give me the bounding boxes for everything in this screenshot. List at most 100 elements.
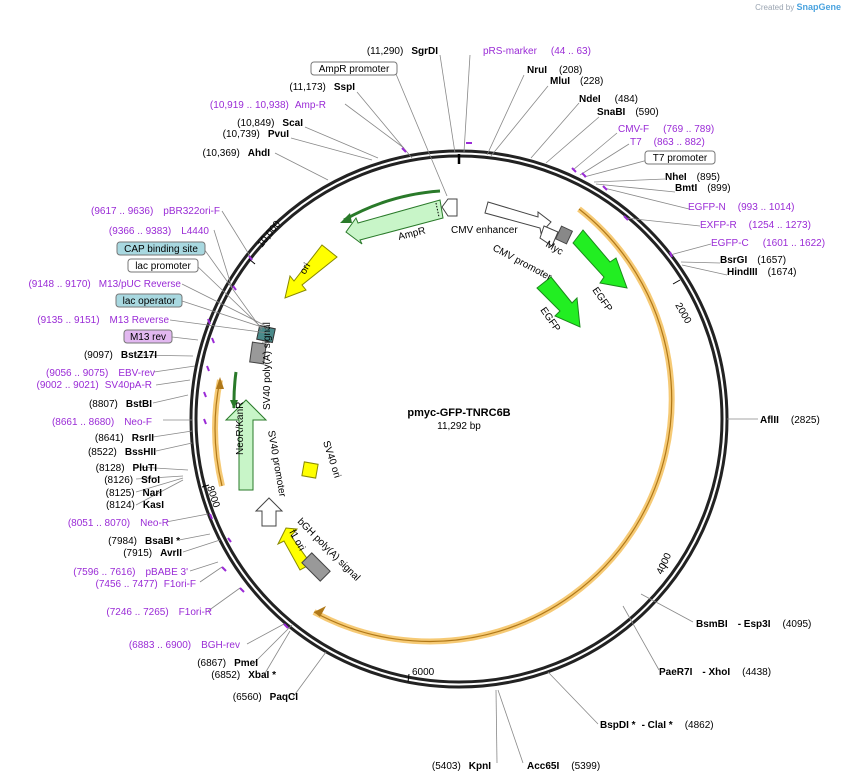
- orf-band-left-line: [214, 379, 223, 487]
- site-ndei: NdeI(484): [579, 94, 638, 105]
- tick-6000: 6000: [412, 667, 435, 678]
- primer-bgh-rev: (6883 .. 6900)BGH-rev: [129, 640, 240, 651]
- egfp-label-1: EGFP: [590, 285, 615, 314]
- site-nrui: NruI(208): [527, 65, 582, 76]
- primer-m13-puc-reverse: (9148 .. 9170)M13/pUC Reverse: [28, 279, 181, 290]
- primer-m13-reverse: (9135 .. 9151)M13 Reverse: [37, 315, 169, 326]
- ampr-promoter-box: [310, 61, 398, 76]
- site-pvui: (10,739)PvuI: [223, 129, 290, 140]
- ampr-promoter-arrow: [441, 198, 458, 217]
- ampr-feature: [345, 199, 444, 245]
- primer-neo-r: (8051 .. 8070)Neo-R: [68, 518, 169, 529]
- primer-cmv-f: CMV-F(769 .. 789): [618, 124, 714, 135]
- site-paqci: (6560)PaqCI: [233, 692, 298, 703]
- orf-band-arrowhead: [314, 606, 326, 617]
- site-scai: (10,849)ScaI: [237, 118, 303, 129]
- site-pluti: (8128)PluTI: [96, 463, 158, 474]
- site-nari: (8125)NarI: [106, 488, 163, 499]
- site-hindiii: HindIII(1674): [727, 267, 796, 278]
- site-paer7i: PaeR7I- XhoI(4438): [659, 667, 771, 678]
- site-kasi: (8124)KasI: [106, 500, 164, 511]
- restriction-sites: (11,290)SgrDI (11,173)SspI (10,849)ScaI …: [84, 46, 820, 772]
- ampr-promoter-label: AmpR promoter: [319, 64, 390, 75]
- sv40-ori-box: [301, 461, 319, 479]
- site-xbai: (6852)XbaI *: [211, 670, 276, 681]
- primer-l4440: (9366 .. 9383)L4440: [109, 226, 210, 237]
- site-ahdi: (10,369)AhdI: [203, 148, 271, 159]
- ori-feature: [284, 244, 338, 299]
- primer-egfp-n: EGFP-N(993 .. 1014): [688, 202, 795, 213]
- sv40-promoter-label: SV40 promoter: [265, 430, 288, 499]
- cmv-promoter-arrow: [539, 225, 559, 247]
- ampr-boundary: [435, 202, 440, 218]
- site-mlui: MluI(228): [550, 76, 603, 87]
- egfp-feature-1: [572, 229, 628, 289]
- neor-feature: [224, 399, 268, 491]
- amp-orf-arrowhead: [340, 213, 352, 223]
- site-pmei: (6867)PmeI: [197, 658, 258, 669]
- orf-band-main-line: [313, 208, 673, 642]
- m13-rev-box: [123, 329, 173, 344]
- site-sfoi: (8126)SfoI: [104, 475, 160, 486]
- primer-f1ori-f: (7456 .. 7477)F1ori-F: [96, 579, 197, 590]
- tick-2000: 2000: [672, 301, 693, 326]
- primer-sv40pa-r: (9002 .. 9021)SV40pA-R: [36, 380, 152, 391]
- sv40-promoter-arrow: [254, 497, 284, 527]
- site-rsrii: (8641)RsrII: [95, 433, 154, 444]
- lac-operator-box: [115, 293, 183, 308]
- myc-tag: [554, 225, 574, 245]
- bgh-polya-box: [301, 552, 331, 582]
- cmv-enhancer-label: CMV enhancer: [451, 225, 518, 236]
- plasmid-size: 11,292 bp: [437, 421, 481, 432]
- primer-t7: T7(863 .. 882): [630, 137, 705, 148]
- neo-orf-arrowhead: [230, 400, 238, 409]
- site-bmti: BmtI(899): [675, 183, 731, 194]
- sv40-polya-label: SV40 poly(A) signal: [262, 322, 273, 410]
- neor-label: NeoR/KanR: [235, 402, 246, 455]
- t7-promoter-box: [644, 150, 716, 165]
- primer-ebv-rev: (9056 .. 9075)EBV-rev: [46, 368, 155, 379]
- snapgene-logo: SnapGene: [796, 2, 841, 12]
- ori-label: ori: [298, 261, 313, 276]
- lac-operator-label: lac operator: [123, 296, 176, 307]
- primer-prs-marker: pRS-marker(44 .. 63): [483, 46, 591, 57]
- primer-amp-r: (10,919 .. 10,938)Amp-R: [210, 100, 326, 111]
- site-bsrgi: BsrGI(1657): [720, 255, 786, 266]
- f1-ori-feature: [276, 527, 312, 571]
- m13-rev-label: M13 rev: [130, 332, 166, 343]
- site-nhei: NheI(895): [665, 172, 720, 183]
- sv40-polya-box: [249, 341, 267, 365]
- primer-pbabe-3: (7596 .. 7616)pBABE 3': [73, 567, 188, 578]
- cap-binding-label: CAP binding site: [124, 244, 198, 255]
- lac-promoter-box: [127, 258, 199, 273]
- site-bsshii: (8522)BssHII: [88, 447, 156, 458]
- sv40-ori-label: SV40 ori: [320, 440, 342, 480]
- site-avrii: (7915)AvrII: [123, 548, 182, 559]
- site-bsabi: (7984)BsaBI *: [108, 536, 180, 547]
- egfp-feature-2: [536, 276, 581, 328]
- boxed-labels: AmpR promoter T7 promoter CAP binding si…: [115, 61, 716, 344]
- site-acc65i: Acc65I(5399): [527, 761, 600, 772]
- primer-exfp-r: EXFP-R(1254 .. 1273): [700, 220, 811, 231]
- primer-neo-f: (8661 .. 8680)Neo-F: [52, 417, 152, 428]
- primer-f1ori-r: (7246 .. 7265)F1ori-R: [106, 607, 212, 618]
- tick-10000: 10,000: [256, 219, 284, 250]
- site-kpni: (5403)KpnI: [432, 761, 491, 772]
- site-bstz17i: (9097)BstZ17I: [84, 350, 157, 361]
- primer-pbr322ori-f: (9617 .. 9636)pBR322ori-F: [91, 206, 220, 217]
- site-bstbi: (8807)BstBI: [89, 399, 152, 410]
- plasmid-name: pmyc-GFP-TNRC6B: [407, 407, 510, 419]
- primer-markers: [203, 142, 673, 629]
- primer-labels: pRS-marker(44 .. 63) (10,919 .. 10,938)A…: [28, 46, 825, 651]
- site-bspdi: BspDI *- ClaI *(4862): [600, 720, 714, 731]
- snapgene-watermark: Created by SnapGene: [755, 2, 841, 12]
- amp-orf-arc: [343, 189, 441, 222]
- orf-band-left-arrowhead: [216, 377, 224, 389]
- site-sspi: (11,173)SspI: [289, 82, 355, 93]
- cap-binding-box: [116, 241, 206, 256]
- label-connectors: [133, 54, 758, 764]
- lac-promoter-label: lac promoter: [135, 261, 191, 272]
- site-snabi: SnaBI(590): [597, 107, 659, 118]
- t7-promoter-label: T7 promoter: [653, 153, 708, 164]
